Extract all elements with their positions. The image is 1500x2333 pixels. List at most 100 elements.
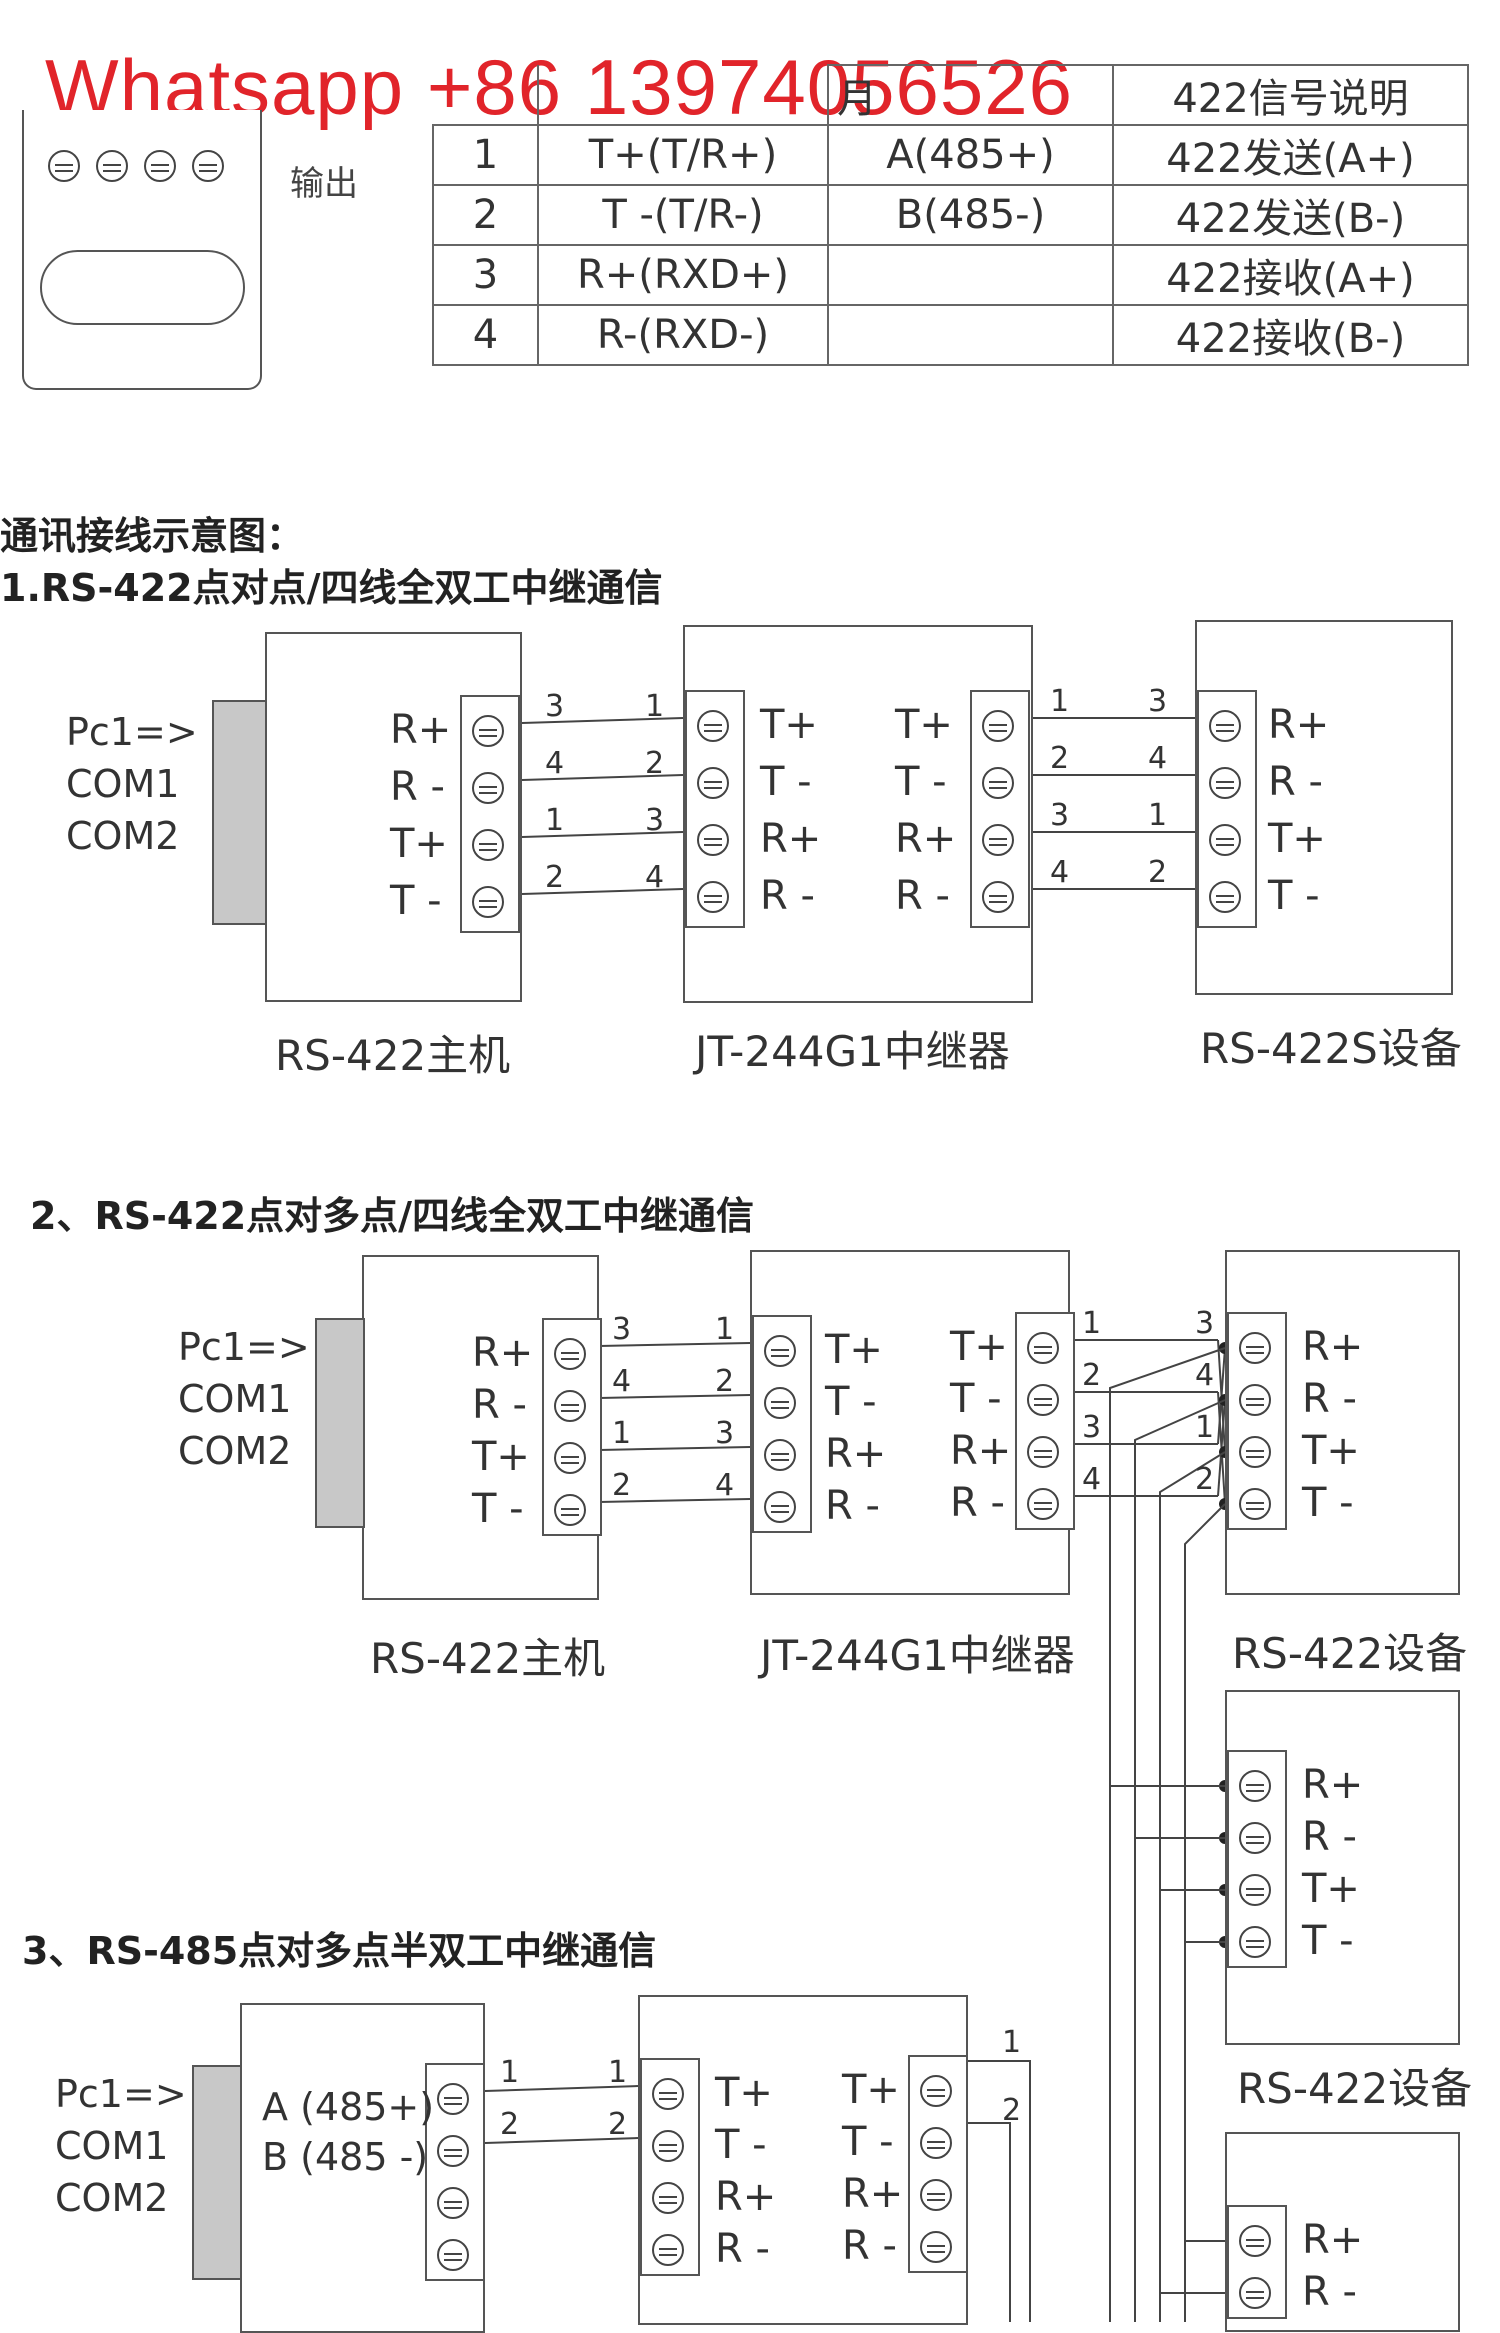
screw-icon [1239,2277,1271,2309]
screw-icon [1239,2225,1271,2257]
wire-number: 2 [645,746,665,781]
screw-icon [764,1387,796,1419]
host-pin-label: T+ [390,821,448,867]
wire-number: 4 [612,1364,632,1399]
wire-number: 3 [645,803,665,838]
row-desc: 422发送(A+) [1166,136,1415,182]
screw-icon [1239,1822,1271,1854]
pc-label: COM2 [66,814,180,858]
serial-plug [192,2065,242,2280]
repeater-out-pin-label: T - [950,1376,1002,1422]
host-pin-label: R - [390,764,445,810]
wire-number: 1 [645,689,665,724]
screw-icon [982,824,1014,856]
pc-label: Pc1=> [178,1325,310,1369]
device-pin-label: T - [1302,1918,1354,1964]
header-cell: 422信号说明 [1172,76,1409,122]
wire [521,774,684,781]
row-desc: 422发送(B-) [1175,196,1406,242]
repeater-out-pin-label: T+ [950,1324,1008,1370]
screw-icon [437,2187,469,2219]
wire [521,888,684,895]
screw-icon [472,772,504,804]
wire-number: 4 [545,746,565,781]
wire [598,1498,751,1503]
caption-device-2a: RS-422设备 [1232,1629,1468,1678]
repeater-out-pin-label: T+ [842,2067,900,2113]
row-terminal: R+(RXD+) [576,252,790,298]
pc-label: COM1 [178,1377,292,1421]
host-485-pin-label: B (485 -) [262,2135,429,2179]
pc-label: COM2 [178,1429,292,1473]
screw-icon [697,710,729,742]
pc-label: COM2 [55,2176,169,2220]
screw-icon [982,881,1014,913]
repeater-out-pin-label: R+ [842,2171,904,2217]
table-row: 3 R+(RXD+) 422接收(A+) [432,244,1469,306]
wire-number: 2 [1002,2093,1022,2128]
pc-label: Pc1=> [66,710,198,754]
row-terminal: T -(T/R-) [602,192,764,238]
host-485-pin-label: A (485+) [262,2085,435,2129]
host-pin-label: T - [472,1486,524,1532]
host-pin-label: T+ [472,1434,530,1480]
bus-wire [1159,1451,1226,2322]
caption-host-1: RS-422主机 [275,1031,511,1080]
repeater-in-pin-label: R+ [715,2174,777,2220]
wire-number: 3 [1195,1306,1215,1341]
repeater-out-pin-label: R - [842,2223,897,2269]
header-partial: 月 [837,76,877,122]
device-pin-label: T - [1302,1480,1354,1526]
screw-icon [554,1390,586,1422]
bus-wire [1109,1347,1226,2322]
screw-icon [554,1442,586,1474]
table-row: 4 R-(RXD-) 422接收(B-) [432,304,1469,366]
wire-number: 4 [1195,1358,1215,1393]
screw-icon [652,2234,684,2266]
wire-number: 2 [612,1468,632,1503]
device-pin-label: T+ [1302,1428,1360,1474]
device-pin-label: T+ [1302,1866,1360,1912]
row-no: 3 [472,252,499,298]
repeater-in-pin-label: R+ [760,816,822,862]
device-s-pin-label: T - [1268,873,1320,919]
device-pin-label: R+ [1302,1324,1364,1370]
device-pin-label: R+ [1302,2217,1364,2263]
wire-number: 1 [1082,1306,1102,1341]
host-pin-label: R - [472,1382,527,1428]
screw-icon [920,2231,952,2263]
table-row: 2 T -(T/R-) B(485-) 422发送(B-) [432,184,1469,246]
screw-icon [920,2075,952,2107]
repeater-in-pin-label: T - [825,1379,877,1425]
wire [598,1342,751,1347]
output-label: 输出 [290,164,358,204]
screw-icon [96,150,128,182]
wire [484,2137,639,2144]
screw-icon [982,710,1014,742]
caption-device-2b: RS-422设备 [1237,2064,1473,2113]
screw-icon [697,824,729,856]
wire-number: 1 [1148,798,1168,833]
screw-icon [554,1494,586,1526]
repeater-out-pin-label: R - [950,1480,1005,1526]
device-pin-label: R - [1302,1814,1357,1860]
screw-icon [554,1338,586,1370]
wire-number: 3 [1148,684,1168,719]
bus-wire-485 [968,2060,1031,2322]
device-pin-label: R - [1302,1376,1357,1422]
wire-number: 3 [612,1312,632,1347]
screw-icon [1239,1488,1271,1520]
device-pin-label: R+ [1302,1762,1364,1808]
caption-device-s: RS-422S设备 [1200,1024,1462,1073]
row-no: 4 [472,312,499,358]
repeater-in-pin-label: R - [760,873,815,919]
wire [521,831,684,838]
section-3-title: 3、RS-485点对多点半双工中继通信 [22,1929,657,1973]
serial-plug [315,1318,365,1528]
screw-icon [144,150,176,182]
pc-label: Pc1=> [55,2072,187,2116]
device-s-pin-label: R - [1268,759,1323,805]
screw-icon [982,767,1014,799]
repeater-in-pin-label: T+ [760,702,818,748]
wire-number: 3 [1050,798,1070,833]
